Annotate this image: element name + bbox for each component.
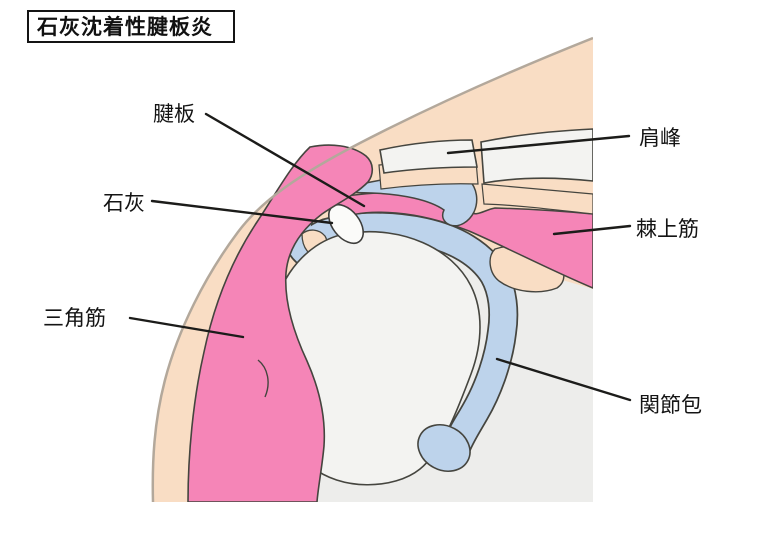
deltoid-leader-line [128, 316, 245, 339]
title-box: 石灰沈着性腱板炎 [27, 10, 235, 43]
acromion-leader-line [446, 134, 631, 155]
page-title: 石灰沈着性腱板炎 [36, 15, 213, 39]
label-supraspinatus: 棘上筋 [636, 218, 699, 241]
label-acromion: 肩峰 [639, 127, 681, 150]
skin-strip-right [481, 183, 593, 215]
calcium-leader-line [150, 199, 334, 225]
label-rotator-cuff: 腱板 [153, 103, 195, 126]
acromion-left-shape [379, 139, 478, 174]
rotator-cuff-leader-line [204, 112, 366, 208]
deltoid-muscle-shape [187, 144, 374, 502]
supraspinatus-leader-line [552, 224, 632, 236]
capsule-pouch-shape [417, 424, 471, 472]
label-joint-capsule: 関節包 [639, 394, 702, 417]
body-contour-line [151, 36, 593, 502]
joint-capsule-leader-line [495, 357, 632, 402]
label-calcium: 石灰 [103, 192, 145, 215]
deltoid-fold-line [257, 359, 269, 398]
label-deltoid: 三角筋 [43, 307, 106, 330]
